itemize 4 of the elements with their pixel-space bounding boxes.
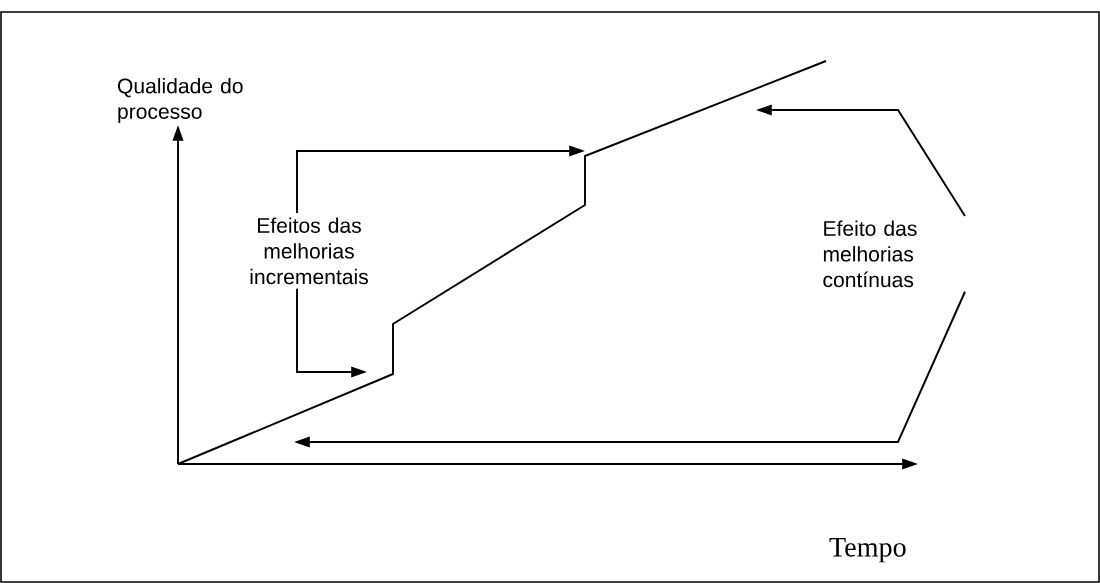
text-label: Efeito das melhorias contínuas bbox=[823, 220, 917, 288]
axis-label: Tempo bbox=[829, 537, 906, 563]
text-label: Efeitos das melhorias incrementais bbox=[250, 217, 368, 285]
axis-label: Qualidade do processo bbox=[117, 78, 243, 124]
